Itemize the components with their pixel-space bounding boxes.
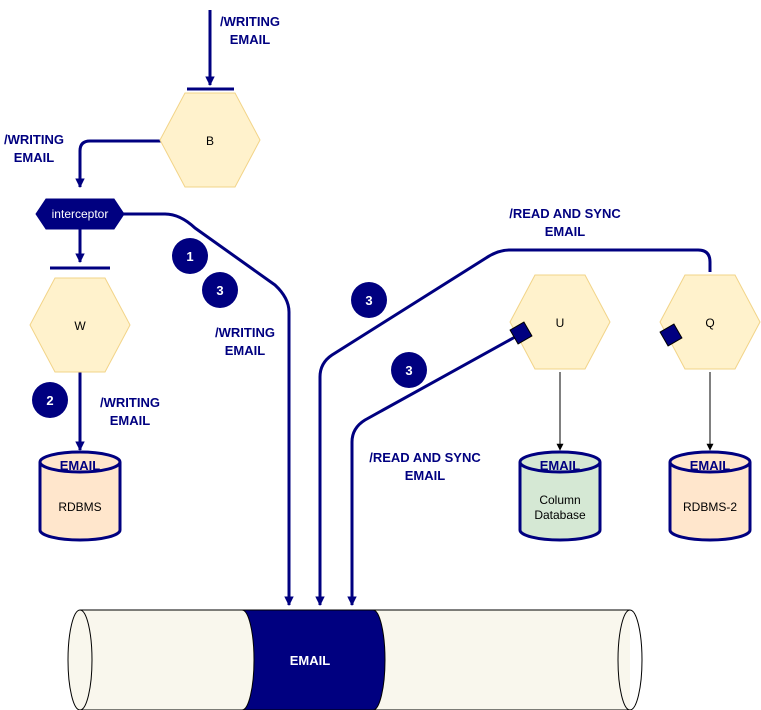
node-u-label: U [556, 316, 565, 330]
edge-b-to-interceptor [75, 139, 162, 188]
db-rdbms-name: RDBMS [58, 500, 101, 514]
edge-q-to-topic [315, 248, 712, 606]
edge-label-top-writing-1: /WRITING [220, 14, 280, 29]
edge-u-to-topic [347, 335, 516, 606]
svg-text:3: 3 [405, 363, 412, 378]
email-topic-tube: EMAIL [67, 609, 643, 710]
svg-text:3: 3 [216, 283, 223, 298]
svg-text:2: 2 [46, 393, 53, 408]
db-column-name-2: Database [534, 508, 586, 522]
db-column-database[interactable]: EMAIL Column Database [518, 450, 602, 542]
edge-label-w-writing-1: /WRITING [100, 395, 160, 410]
edge-label-w-writing-2: EMAIL [110, 413, 151, 428]
edge-label-read-sync-top-2: EMAIL [545, 224, 586, 239]
edge-label-left-writing-1: /WRITING [4, 132, 64, 147]
db-column-name-1: Column [539, 493, 580, 507]
node-q[interactable]: Q [659, 274, 761, 370]
node-q-label: Q [705, 316, 714, 330]
edge-label-top-writing-2: EMAIL [230, 32, 271, 47]
db-rdbms-2[interactable]: EMAIL RDBMS-2 [668, 450, 752, 542]
node-b-label: B [206, 134, 214, 148]
node-b[interactable]: B [159, 92, 261, 188]
edge-interceptor-to-topic [123, 212, 294, 606]
step-badge-3-interceptor: 3 [202, 272, 238, 308]
db-rdbms2-name: RDBMS-2 [683, 500, 737, 514]
edge-label-read-sync-top-1: /READ AND SYNC [509, 206, 621, 221]
svg-text:3: 3 [365, 293, 372, 308]
db-column-title: EMAIL [540, 458, 581, 473]
node-interceptor-label: interceptor [52, 207, 109, 221]
u-consumer-port-icon [509, 321, 533, 345]
svg-text:1: 1 [186, 249, 193, 264]
edge-label-mid-writing-1: /WRITING [215, 325, 275, 340]
q-consumer-port-icon [659, 323, 683, 347]
db-rdbms2-title: EMAIL [690, 458, 731, 473]
step-badge-1: 1 [172, 238, 208, 274]
db-rdbms-title: EMAIL [60, 458, 101, 473]
topic-label: EMAIL [290, 653, 331, 668]
step-badge-3-q: 3 [351, 282, 387, 318]
email-topic-segment [241, 609, 386, 710]
step-badge-2: 2 [32, 382, 68, 418]
node-w-label: W [74, 319, 86, 333]
node-interceptor[interactable]: interceptor [35, 198, 125, 230]
edge-label-read-sync-mid-1: /READ AND SYNC [369, 450, 481, 465]
edge-label-read-sync-mid-2: EMAIL [405, 468, 446, 483]
edge-label-mid-writing-2: EMAIL [225, 343, 266, 358]
node-u[interactable]: U [509, 274, 611, 370]
db-rdbms[interactable]: EMAIL RDBMS [38, 450, 122, 542]
edge-label-left-writing-2: EMAIL [14, 150, 55, 165]
node-w[interactable]: W [29, 277, 131, 373]
step-badge-3-u: 3 [391, 352, 427, 388]
